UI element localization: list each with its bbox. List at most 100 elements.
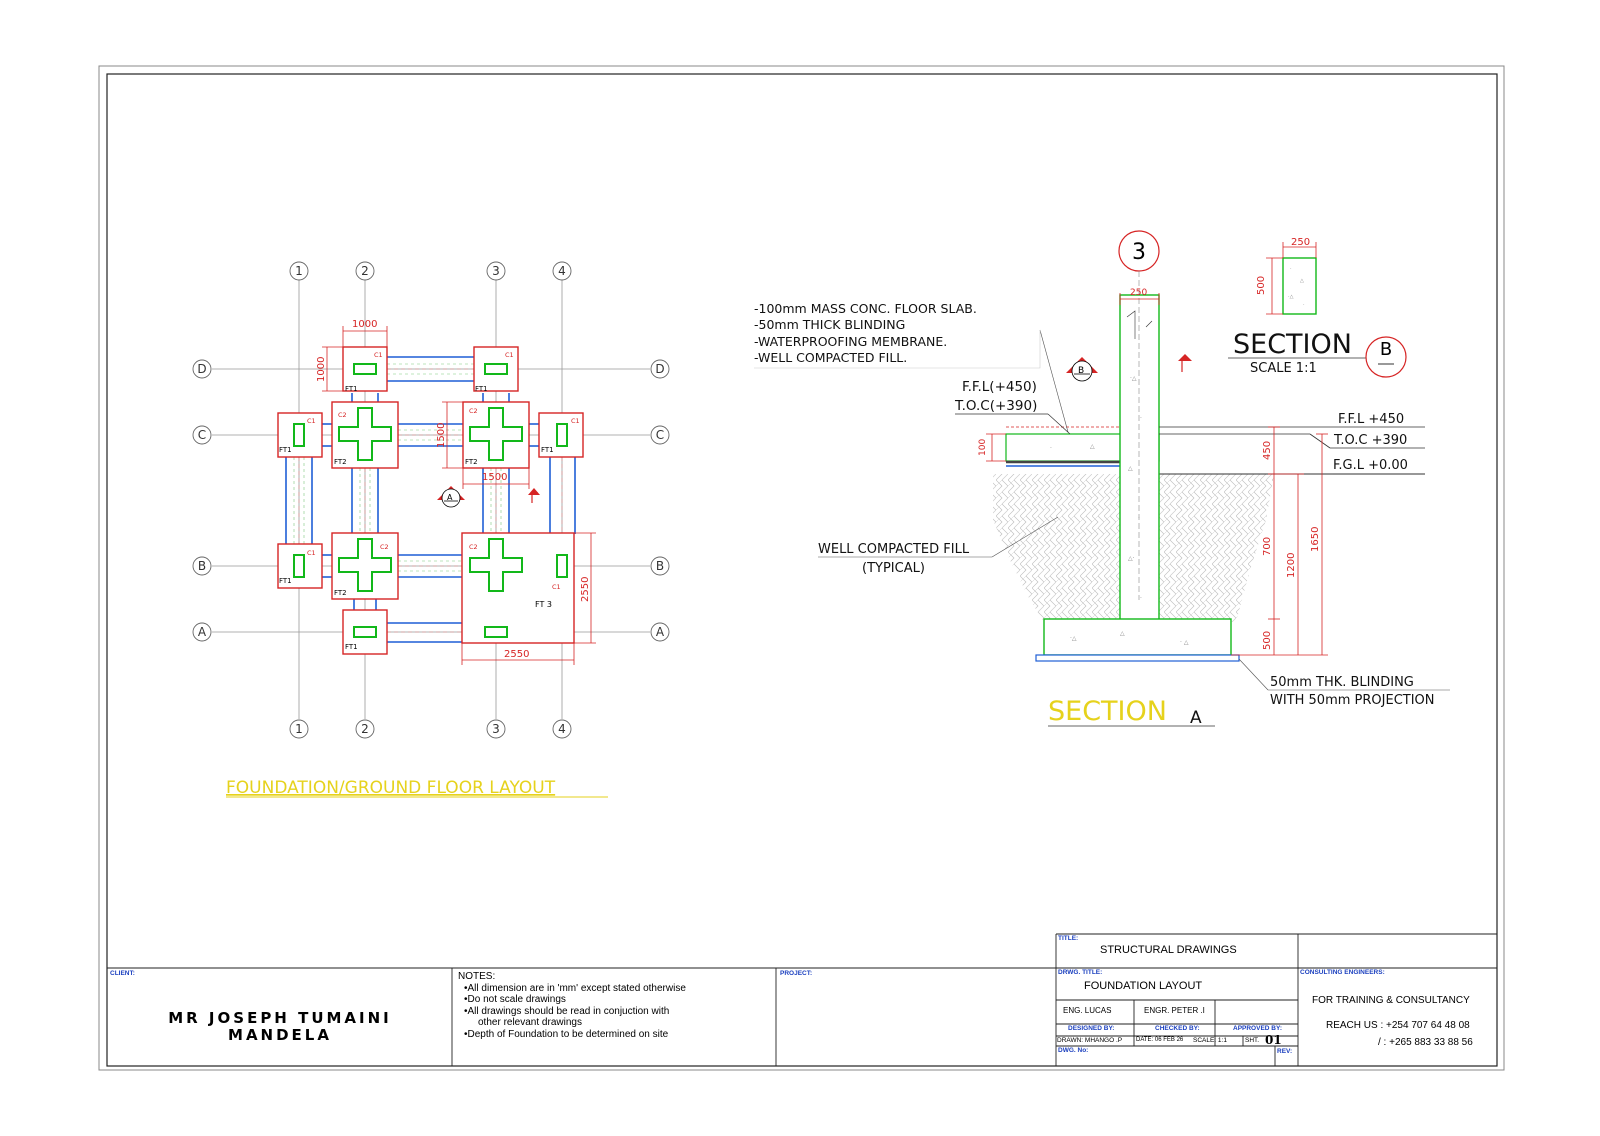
tag-c2: C2	[469, 407, 478, 415]
grid-bubble-3-bottom: 3	[492, 722, 500, 736]
client-name: MR JOSEPH TUMAINI MANDELA	[120, 1010, 440, 1044]
tag-c1: C1	[552, 583, 561, 591]
dim-1650: 1650	[1310, 527, 1321, 552]
svg-text:·△: ·△	[1070, 635, 1077, 642]
grid-bubble-d-left: D	[197, 362, 206, 376]
columns	[293, 363, 568, 638]
tag-c1: C1	[307, 549, 316, 557]
svg-text:△: △	[1128, 465, 1133, 472]
tag-ft3: FT 3	[535, 600, 552, 609]
svg-text:B: B	[1078, 366, 1084, 376]
dim-1200: 1200	[1286, 553, 1297, 578]
footing-ft3	[461, 532, 575, 644]
consulting-phone-1: REACH US : +254 707 64 48 08	[1326, 1020, 1470, 1031]
grid-bubble-2-bottom: 2	[361, 722, 369, 736]
svg-text:A: A	[447, 493, 453, 502]
dim-1500-vertical: 1500	[436, 423, 447, 448]
tag-c2: C2	[380, 543, 389, 551]
section-b-dim-width: 250	[1291, 237, 1310, 248]
tag-ft2: FT2	[334, 458, 347, 466]
svg-text:·: ·	[1050, 445, 1052, 452]
tag-ft1: FT1	[345, 385, 358, 393]
section-marker-b: B	[1066, 354, 1192, 382]
section-marker-a: A	[437, 486, 540, 508]
tag-ft1: FT1	[541, 446, 554, 454]
title-block-frame	[107, 933, 1497, 1066]
svg-text:·△: ·△	[1130, 375, 1137, 382]
section-a-letter: A	[1190, 708, 1202, 728]
approved-by-label: APPROVED BY:	[1233, 1025, 1282, 1032]
footing-ft1-b1	[277, 543, 323, 589]
note-item: All drawings should be read in conjuctio…	[464, 1006, 773, 1018]
drawing-scale: SCALE: 1:1	[1193, 1037, 1227, 1044]
dim-slab-100: 100	[978, 439, 988, 456]
grid-bubble-3-top: 3	[492, 264, 500, 278]
section-a-grid-bubble: 3	[1132, 240, 1146, 265]
grid-bubble-c-right: C	[656, 428, 664, 442]
grid-bubble-d-right: D	[655, 362, 664, 376]
client-label: CLIENT:	[110, 970, 135, 977]
level-toc: T.O.C +390	[1333, 433, 1407, 448]
section-b-dim-height: 500	[1256, 276, 1267, 295]
drwg-title-label: DRWG. TITLE:	[1058, 969, 1103, 976]
drwg-title-value: FOUNDATION LAYOUT	[1084, 980, 1203, 992]
grid-bubble-a-right: A	[656, 625, 665, 639]
svg-text:·: ·	[1290, 266, 1292, 272]
sheet-number: 01	[1265, 1033, 1282, 1047]
plan-title: FOUNDATION/GROUND FLOOR LAYOUT	[226, 778, 556, 798]
dim-450: 450	[1262, 441, 1273, 460]
note-membrane: -WATERPROOFING MEMBRANE.	[754, 334, 947, 349]
footings	[277, 346, 584, 655]
label-blinding: 50mm THK. BLINDING	[1270, 675, 1414, 690]
note-blinding: -50mm THICK BLINDING	[754, 317, 905, 332]
label-fill: WELL COMPACTED FILL	[818, 542, 970, 557]
rev-label: REV:	[1277, 1048, 1293, 1055]
dim-2550-vertical: 2550	[580, 577, 591, 602]
dim-500: 500	[1262, 631, 1273, 650]
grid-bubble-b-right: B	[656, 559, 664, 573]
svg-text:△: △	[1300, 278, 1304, 284]
section-b-letter: B	[1380, 339, 1392, 360]
tag-ft1: FT1	[279, 577, 292, 585]
note-item: Depth of Foundation to be determined on …	[464, 1029, 773, 1041]
grid-bubble-c-left: C	[198, 428, 206, 442]
designer-name: ENG. LUCAS	[1063, 1006, 1112, 1015]
svg-text:△·: △·	[1128, 555, 1135, 562]
svg-text:· △: · △	[1180, 639, 1189, 646]
dim-1000-height: 1000	[316, 357, 327, 382]
label-fill-typical: (TYPICAL)	[862, 561, 925, 576]
grid-bubble-4-top: 4	[558, 264, 566, 278]
note-item: Do not scale drawings	[464, 994, 773, 1006]
note-item-continued: other relevant drawings	[478, 1017, 582, 1028]
grid-bubble-1-top: 1	[295, 264, 303, 278]
tag-c2: C2	[469, 543, 478, 551]
footing-ft2-c3	[462, 401, 530, 469]
dim-2550-horizontal: 2550	[504, 649, 529, 660]
dim-700: 700	[1262, 537, 1273, 556]
tag-c2: C2	[338, 411, 347, 419]
svg-text:·△: ·△	[1288, 294, 1294, 300]
tag-c1: C1	[505, 351, 514, 359]
svg-text:△: △	[1120, 630, 1125, 637]
section-a: ·△·△ ·△·· ·△△· △ ·△ 3 250 -100mm MASS CO…	[754, 230, 1450, 728]
section-b-title: SECTION	[1233, 329, 1352, 360]
grid-bubble-2-top: 2	[361, 264, 369, 278]
note-item: All dimension are in 'mm' except stated …	[464, 983, 773, 995]
level-fgl: F.G.L +0.00	[1333, 458, 1408, 473]
tag-ft2: FT2	[334, 589, 347, 597]
inner-border	[106, 73, 1498, 1067]
footing-ft1-c4	[538, 412, 584, 458]
grid-bubble-4-bottom: 4	[558, 722, 566, 736]
tag-ft1: FT1	[475, 385, 488, 393]
drawing-date: DATE: 06 FEB 26	[1136, 1037, 1184, 1043]
tag-c1: C1	[307, 417, 316, 425]
svg-text:·: ·	[1140, 415, 1142, 422]
note-fill: -WELL COMPACTED FILL.	[754, 350, 907, 365]
section-b-scale: SCALE 1:1	[1250, 361, 1317, 376]
client-name-line2: MANDELA	[228, 1026, 332, 1044]
tag-ft1: FT1	[345, 643, 358, 651]
footing-ft1-c1	[277, 412, 323, 458]
title-value: STRUCTURAL DRAWINGS	[1100, 944, 1237, 956]
